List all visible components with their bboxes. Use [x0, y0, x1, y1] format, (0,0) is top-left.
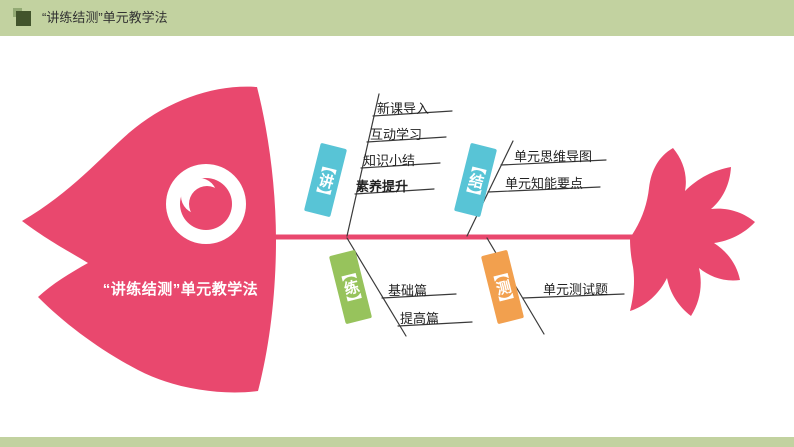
fish-head-shape — [22, 86, 276, 393]
branch-item: 知识小结 — [363, 153, 416, 168]
branch-item: 新课导入 — [377, 101, 430, 116]
fishbone-bones — [346, 93, 625, 337]
logo-dark-square — [16, 11, 31, 26]
branch-item: 互动学习 — [370, 127, 423, 142]
branch-item: 单元知能要点 — [505, 176, 584, 191]
slide-header-bar: “讲练结测”单元教学法 — [0, 0, 794, 36]
branch-item: 基础篇 — [388, 283, 428, 298]
slide-title: “讲练结测”单元教学法 — [42, 10, 168, 25]
fish-tail-shape — [630, 148, 755, 316]
slide-logo-mark — [13, 8, 33, 28]
branch-item: 单元测试题 — [543, 282, 609, 297]
branch-item: 单元思维导图 — [514, 149, 593, 164]
fish-spine-line — [255, 234, 655, 240]
branch-item: 提高篇 — [400, 311, 440, 326]
slide-footer-bar — [0, 437, 794, 447]
fish-eye — [166, 164, 246, 244]
branch-item: 素养提升 — [356, 179, 409, 194]
fish-head-title: “讲练结测”单元教学法 — [102, 281, 259, 298]
